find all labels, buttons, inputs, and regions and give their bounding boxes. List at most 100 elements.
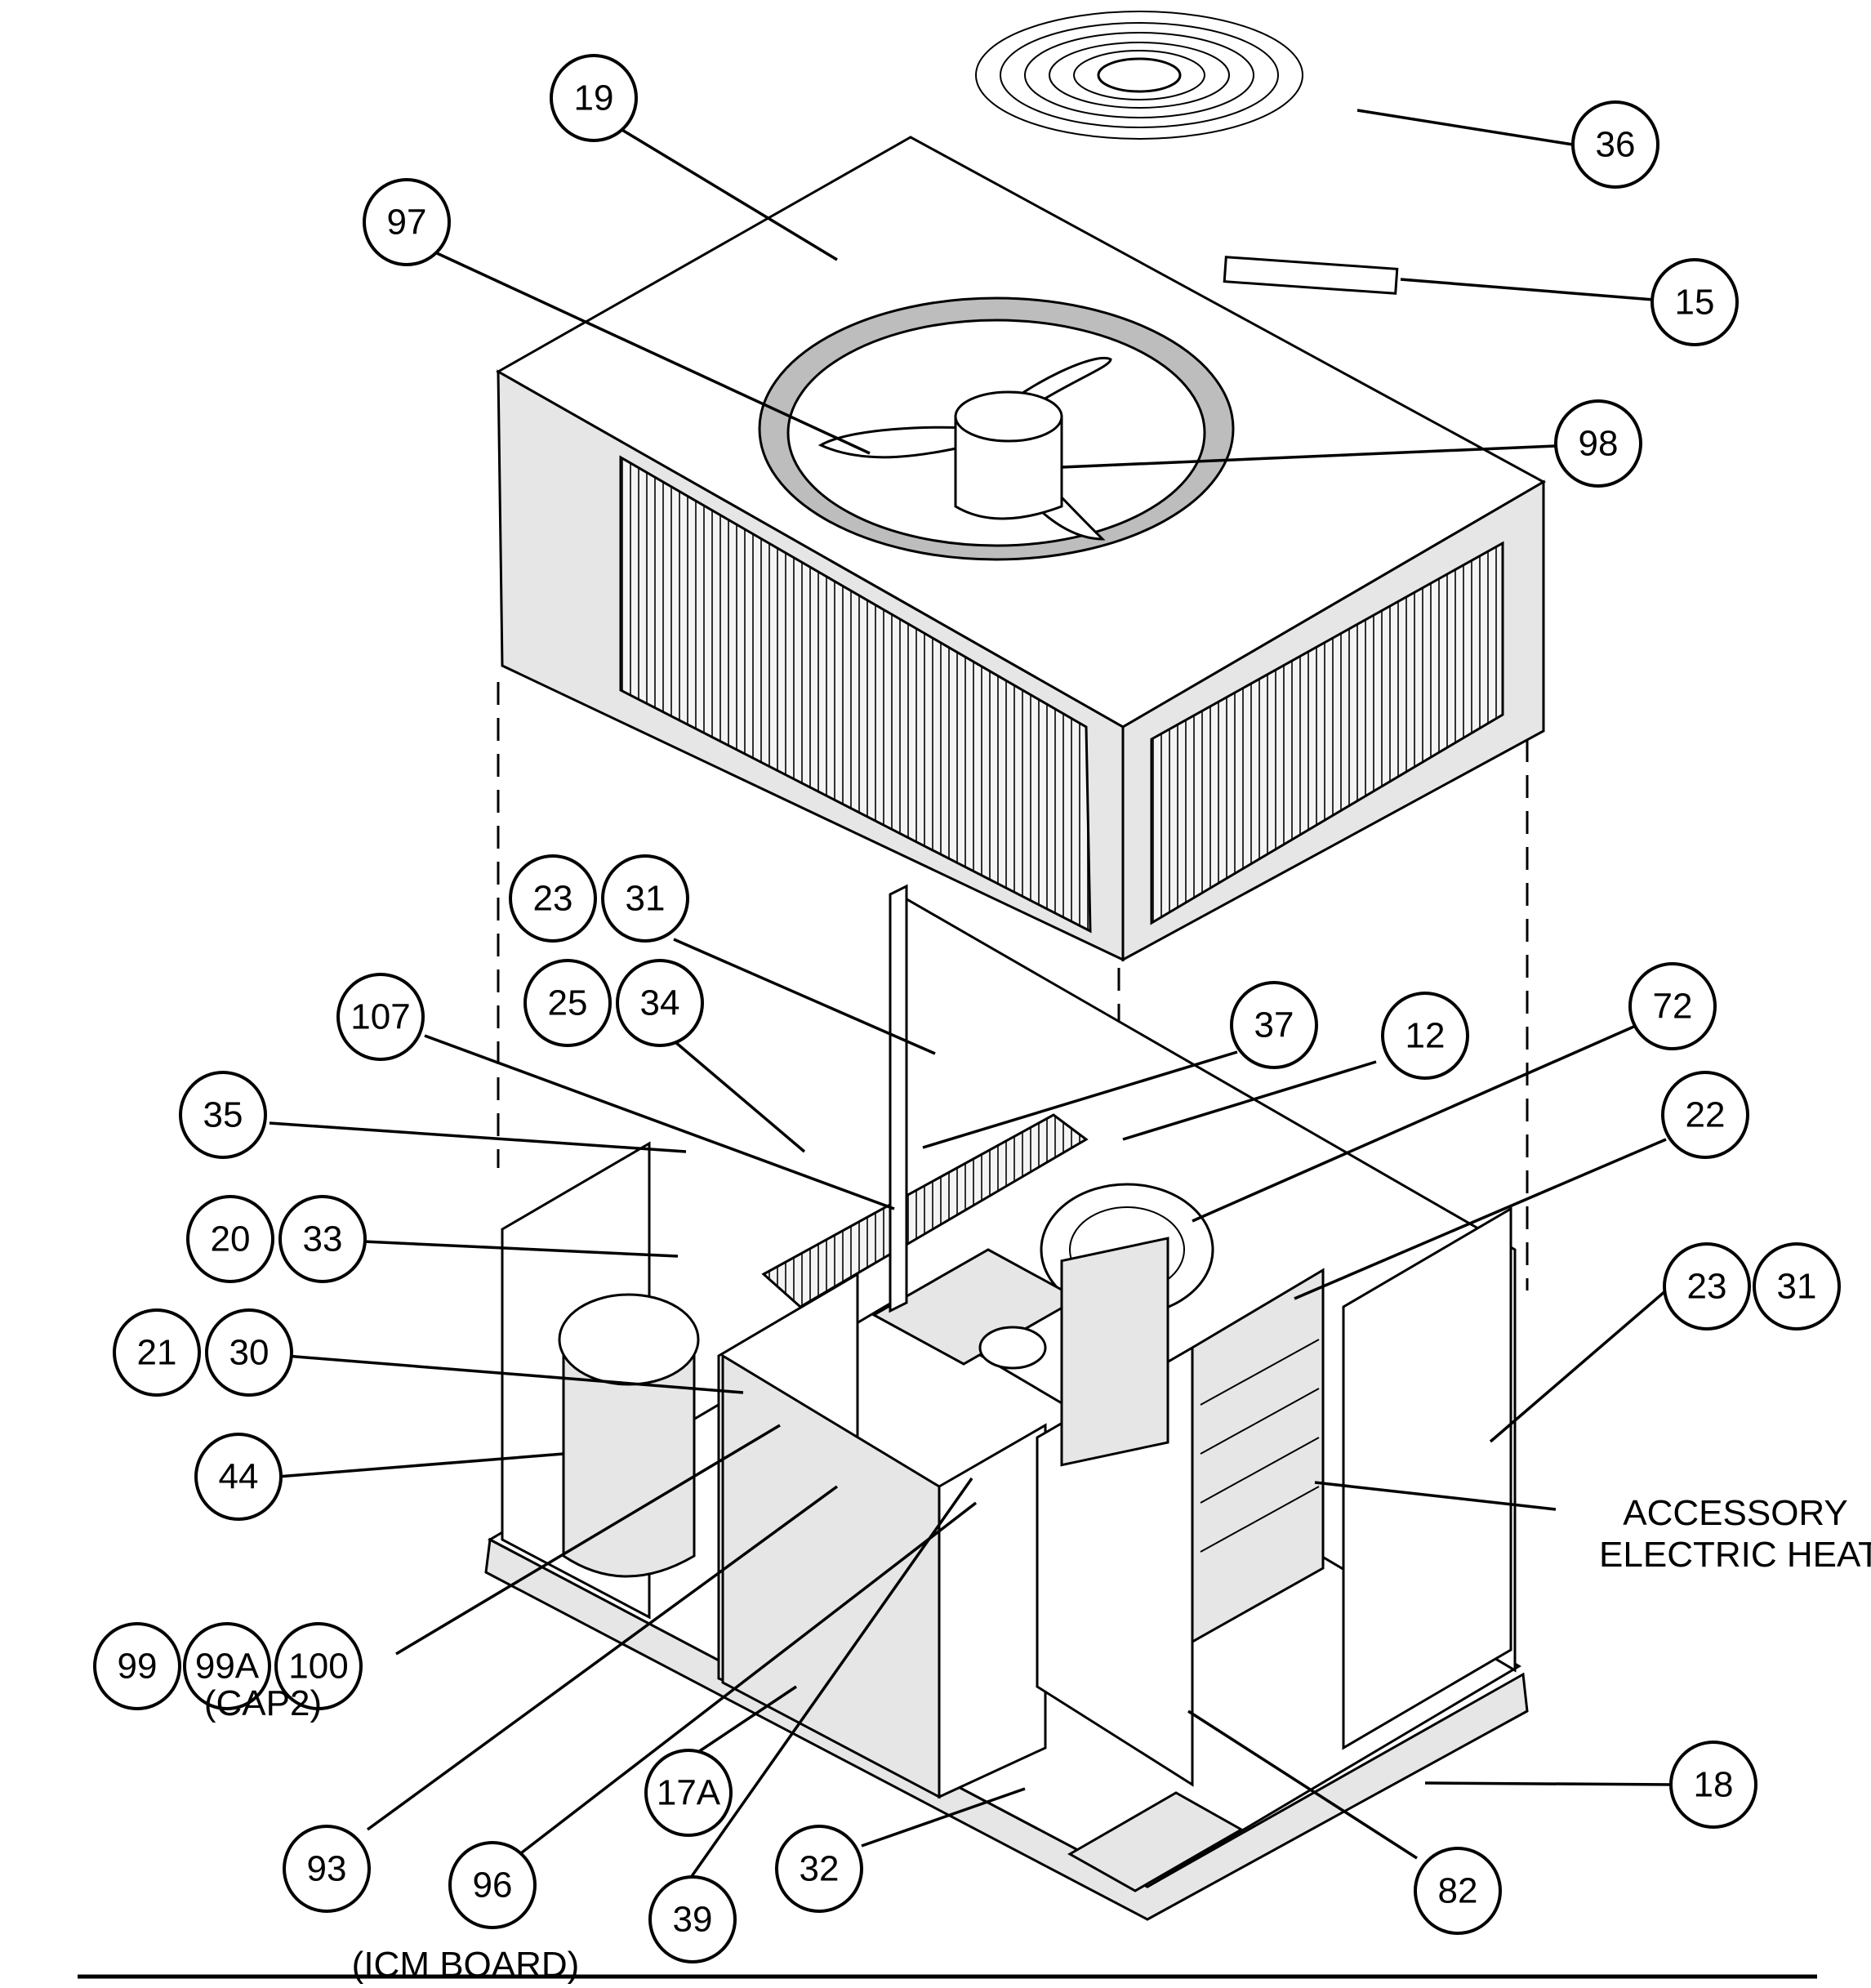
callout-23-lower: 23 — [1663, 1242, 1751, 1331]
compressor — [562, 1338, 696, 1578]
callout-100: 100 — [274, 1622, 363, 1710]
leader-19 — [616, 125, 838, 261]
svg-text:98: 98 — [1579, 424, 1619, 464]
callout-99: 99 — [93, 1622, 181, 1710]
leader-20 — [363, 1240, 679, 1258]
callout-97: 97 — [363, 178, 451, 266]
svg-text:23: 23 — [533, 879, 573, 919]
fan-guard — [975, 11, 1303, 140]
base-rail-box — [1067, 1791, 1245, 1892]
svg-text:31: 31 — [626, 879, 666, 919]
callout-34: 34 — [616, 959, 704, 1047]
evaporator-coil — [761, 1113, 1089, 1308]
callout-39: 39 — [648, 1875, 737, 1963]
svg-text:34: 34 — [640, 983, 680, 1023]
leader-18 — [1424, 1781, 1673, 1786]
leader-34 — [668, 1036, 806, 1153]
callout-17a: 17A — [644, 1749, 733, 1837]
svg-text:37: 37 — [1254, 1005, 1294, 1045]
callout-30: 30 — [205, 1308, 293, 1397]
svg-text:12: 12 — [1405, 1016, 1446, 1056]
callout-31-upper: 31 — [601, 854, 689, 943]
callout-32: 32 — [775, 1825, 863, 1913]
callout-20: 20 — [186, 1195, 274, 1283]
svg-text:17A: 17A — [657, 1773, 721, 1813]
icm-board-note: (ICM BOARD) — [352, 1945, 580, 1985]
fan-motor — [954, 415, 1063, 520]
leader-96 — [513, 1501, 978, 1860]
svg-text:22: 22 — [1686, 1095, 1726, 1135]
callout-33: 33 — [278, 1195, 367, 1283]
fan-motor-top — [954, 390, 1063, 443]
svg-text:18: 18 — [1694, 1765, 1734, 1805]
svg-text:19: 19 — [574, 78, 614, 118]
svg-text:31: 31 — [1777, 1267, 1817, 1307]
callout-35: 35 — [179, 1071, 267, 1159]
callout-93: 93 — [283, 1825, 371, 1913]
svg-text:100: 100 — [288, 1647, 348, 1687]
svg-text:21: 21 — [137, 1333, 177, 1373]
svg-text:15: 15 — [1675, 283, 1715, 323]
callout-72: 72 — [1628, 962, 1717, 1050]
leader-accessory — [1314, 1481, 1557, 1511]
svg-text:33: 33 — [303, 1219, 343, 1259]
svg-text:35: 35 — [203, 1095, 243, 1135]
leader-93 — [366, 1485, 839, 1831]
condenser-coil-grille-right — [1150, 541, 1504, 925]
top-bracket — [1223, 256, 1399, 295]
accessory-electric-heat-line1: ACCESSORY — [1623, 1493, 1848, 1533]
callout-36: 36 — [1571, 100, 1659, 189]
top-cover-assembly — [495, 136, 1547, 962]
callout-37: 37 — [1230, 981, 1318, 1069]
condenser-coil-grille-left — [619, 455, 1092, 934]
svg-text:30: 30 — [229, 1333, 270, 1373]
leader-44 — [277, 1452, 564, 1478]
leader-35 — [269, 1121, 687, 1153]
svg-text:39: 39 — [673, 1900, 713, 1940]
callout-25: 25 — [523, 959, 612, 1047]
compressor-top — [558, 1293, 700, 1386]
corner-post — [889, 884, 908, 1313]
leader-22 — [1294, 1138, 1667, 1300]
callout-21: 21 — [113, 1308, 201, 1397]
svg-text:20: 20 — [211, 1219, 251, 1259]
callout-31-lower: 31 — [1753, 1242, 1841, 1331]
callout-44: 44 — [194, 1433, 283, 1521]
leader-82 — [1187, 1709, 1418, 1860]
leader-37 — [922, 1050, 1238, 1149]
leader-39 — [688, 1477, 973, 1880]
svg-text:44: 44 — [219, 1457, 259, 1497]
callout-18: 18 — [1669, 1741, 1757, 1829]
leader-98 — [1061, 444, 1557, 469]
callout-23-upper: 23 — [509, 854, 597, 943]
svg-text:99A: 99A — [195, 1647, 260, 1687]
leader-23b — [1489, 1289, 1668, 1443]
svg-text:97: 97 — [387, 203, 427, 243]
control-board — [1060, 1237, 1169, 1467]
svg-text:36: 36 — [1596, 125, 1636, 165]
svg-text:96: 96 — [473, 1865, 513, 1906]
callout-82: 82 — [1414, 1847, 1502, 1935]
run-capacitor — [978, 1326, 1047, 1370]
right-end-panel — [1342, 1206, 1512, 1750]
leader-72 — [1192, 1023, 1638, 1223]
callout-22: 22 — [1661, 1071, 1749, 1159]
svg-text:93: 93 — [307, 1849, 347, 1889]
svg-text:82: 82 — [1438, 1871, 1478, 1911]
leader-lines — [269, 109, 1673, 1880]
leader-15 — [1400, 278, 1655, 301]
callout-98: 98 — [1554, 399, 1642, 488]
leader-32 — [861, 1787, 1026, 1848]
callout-12: 12 — [1381, 992, 1469, 1080]
callout-19: 19 — [550, 54, 638, 142]
callout-99a: 99A — [183, 1622, 271, 1710]
leader-17a — [697, 1685, 797, 1754]
svg-text:23: 23 — [1687, 1267, 1727, 1307]
svg-text:25: 25 — [548, 983, 588, 1023]
svg-text:32: 32 — [800, 1849, 840, 1889]
accessory-electric-heat-line2: ELECTRIC HEAT — [1599, 1535, 1871, 1575]
callouts: 19 36 97 15 98 23 31 25 34 107 37 12 72 … — [93, 54, 1841, 1963]
leader-36 — [1356, 109, 1579, 147]
leader-21 — [285, 1354, 744, 1394]
